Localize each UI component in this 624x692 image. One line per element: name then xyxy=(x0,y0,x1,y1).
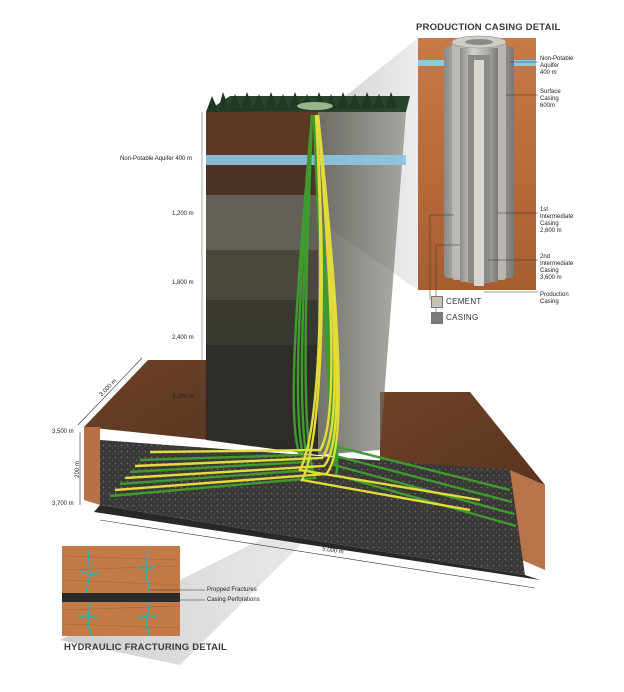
green-wellbores xyxy=(109,114,517,528)
label-casing-perforations: Casing Perforations xyxy=(207,597,260,603)
depth-label-3700: 3,700 m xyxy=(52,501,74,507)
slab-front-left xyxy=(84,427,100,505)
strata-band xyxy=(206,195,318,250)
strata-band xyxy=(206,165,318,195)
depth-label-1200: 1,200 m xyxy=(172,211,194,217)
well-pad xyxy=(297,102,333,110)
legend-swatch-casing xyxy=(431,312,443,324)
hydraulic-fracturing-title: HYDRAULIC FRACTURING DETAIL xyxy=(64,642,228,653)
slab-top-right xyxy=(380,392,545,485)
strata-band xyxy=(206,112,318,157)
propped-fractures xyxy=(77,549,158,637)
dim-line-length xyxy=(99,519,536,589)
depth-label-3500: 3,500 m xyxy=(52,429,74,435)
casing-label-production: Production Casing xyxy=(540,292,569,305)
yellow-wellbores xyxy=(114,114,481,512)
fracture-leader-lines xyxy=(150,589,205,601)
depth-label-1800: 1,800 m xyxy=(172,280,194,286)
depth-label-3200: 3,200 m xyxy=(172,394,194,400)
depth-label-2400: 2,400 m xyxy=(172,335,194,341)
fracture-texture xyxy=(63,555,179,629)
casing-label-intermediate1: 1st Intermediate Casing 2,600 m xyxy=(540,207,574,234)
casing-label-surface: Surface Casing 600m xyxy=(540,89,561,109)
legend-label-casing: CASING xyxy=(446,313,479,322)
depth-label-aquifer: Non-Potable Aquifer 400 m xyxy=(120,156,193,162)
production-casing-title: PRODUCTION CASING DETAIL xyxy=(416,22,561,33)
casing-label-aquifer: Non-Potable Aquifer 400 m xyxy=(540,56,574,76)
dim-line-width xyxy=(77,357,143,426)
horizontal-casing xyxy=(62,593,180,602)
rock-column-side xyxy=(318,112,406,455)
shale-bed-front xyxy=(94,505,540,580)
casing-assembly xyxy=(444,35,514,286)
casing-leader-lines xyxy=(429,61,538,316)
aquifer-band xyxy=(206,155,406,165)
label-propped-fractures: Propped Fractures xyxy=(207,587,257,593)
tree-line xyxy=(206,92,397,112)
casing-label-intermediate2: 2nd Intermediate Casing 3,600 m xyxy=(540,254,574,281)
legend-swatch-cement xyxy=(431,296,443,308)
dimension-label-200: 200 m xyxy=(74,461,81,478)
legend-label-cement: CEMENT xyxy=(446,297,482,306)
slab-top-left xyxy=(84,360,232,440)
fracture-detail-panel xyxy=(62,546,180,636)
